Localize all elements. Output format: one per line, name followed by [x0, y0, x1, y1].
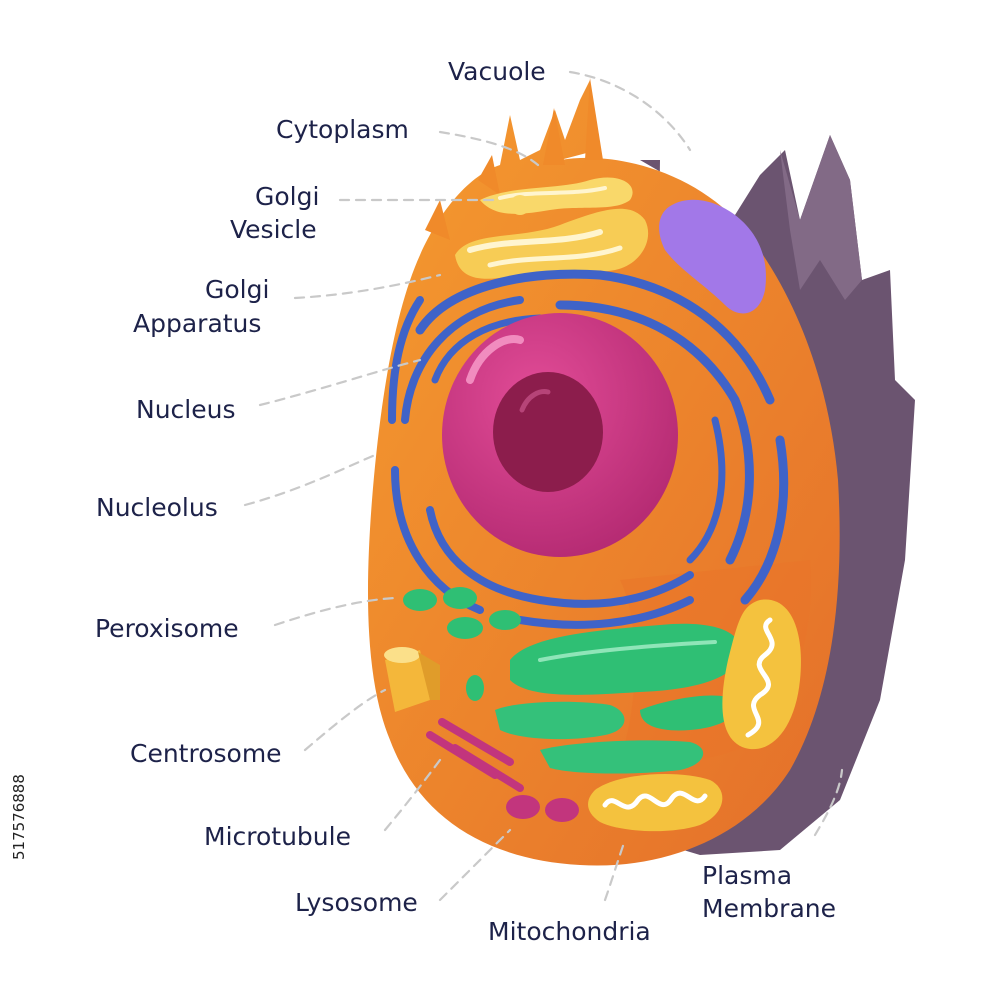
label-nucleus: Nucleus	[136, 395, 236, 424]
nucleus-highlight	[466, 335, 524, 384]
label-lysosome: Lysosome	[295, 888, 418, 917]
mitochondrion-bottom	[588, 774, 723, 832]
label-nucleolus: Nucleolus	[96, 493, 218, 522]
stock-id: 517576888	[10, 774, 28, 860]
label-golgi-vesicle-line2: Vesicle	[230, 215, 317, 244]
label-vacuole: Vacuole	[448, 57, 546, 86]
green-organelles	[495, 623, 741, 774]
mitochondrion-right	[722, 599, 801, 750]
label-plasma-membrane-line2: Membrane	[702, 894, 836, 923]
labels: Vacuole Cytoplasm Golgi Vesicle Golgi Ap…	[95, 57, 836, 946]
label-peroxisome: Peroxisome	[95, 614, 239, 643]
peroxisomes	[403, 587, 521, 701]
cytoplasm-spike	[478, 155, 500, 195]
label-plasma-membrane-line1: Plasma	[702, 861, 792, 890]
cell-shadow-highlight	[780, 135, 862, 300]
vacuole	[659, 199, 766, 314]
leader-lines	[243, 70, 844, 902]
microtubules	[426, 718, 524, 792]
cytoplasm-spike	[543, 108, 565, 165]
label-mitochondria: Mitochondria	[488, 917, 651, 946]
label-golgi-vesicle-line1: Golgi	[255, 182, 319, 211]
label-microtubule: Microtubule	[204, 822, 351, 851]
lysosomes	[506, 795, 579, 822]
cytoplasm-spike	[585, 78, 603, 160]
nucleolus	[493, 372, 603, 492]
label-cytoplasm: Cytoplasm	[276, 115, 409, 144]
golgi-apparatus	[455, 177, 649, 279]
cytoplasm-spike	[425, 200, 450, 240]
label-centrosome: Centrosome	[130, 739, 282, 768]
label-golgi-apparatus-line2: Apparatus	[133, 309, 261, 338]
centrosome	[384, 647, 440, 712]
label-golgi-apparatus-line1: Golgi	[205, 275, 269, 304]
nucleolus-highlight	[519, 389, 551, 413]
